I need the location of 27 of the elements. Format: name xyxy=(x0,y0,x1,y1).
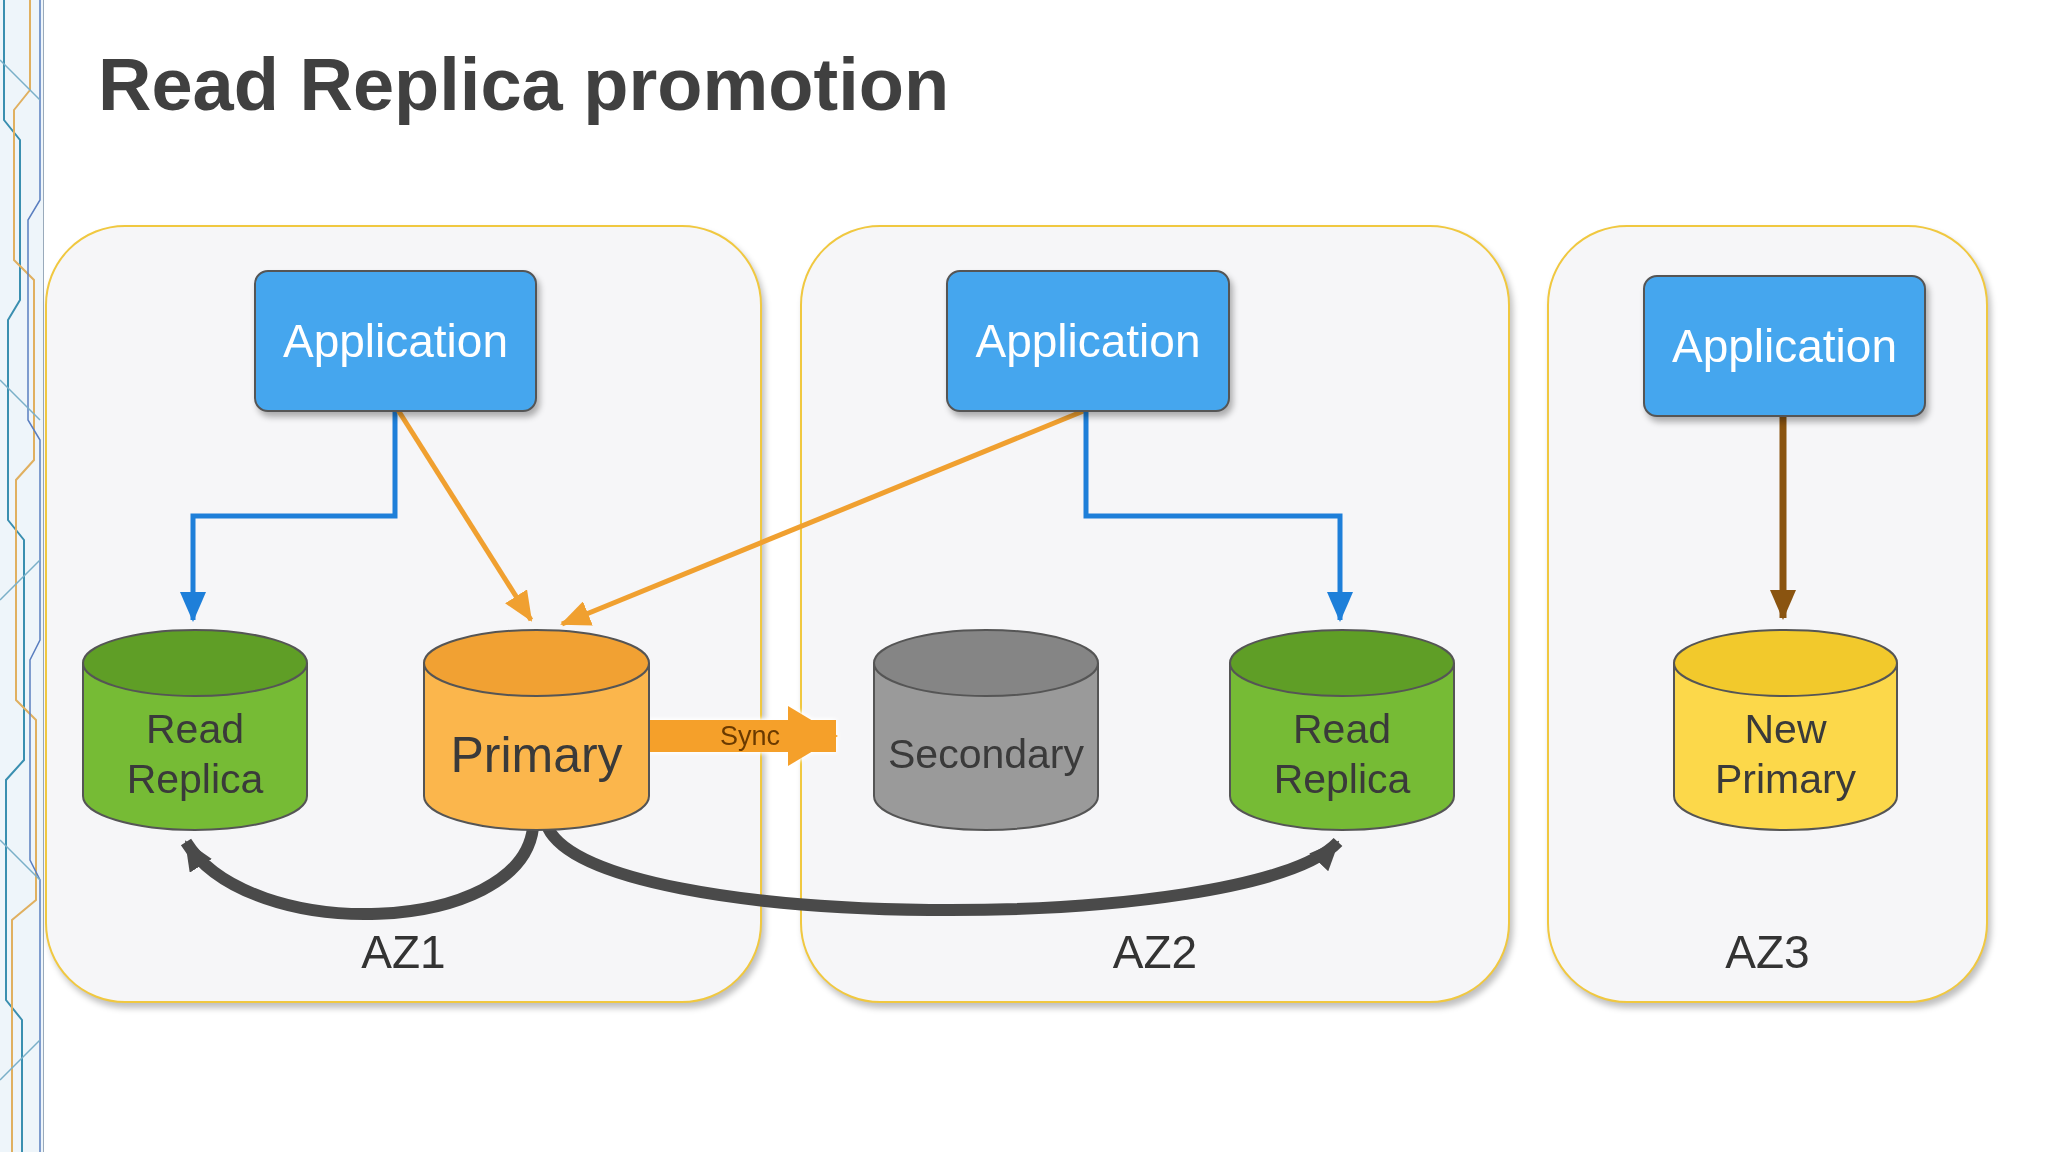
box-label: Application xyxy=(975,314,1201,368)
application-box xyxy=(254,270,537,412)
thick-arrow xyxy=(648,706,838,766)
cylinder-label: Read Replica xyxy=(1272,705,1412,804)
slide-title: Read Replica promotion xyxy=(98,42,950,127)
application-box xyxy=(1643,275,1926,417)
arrow xyxy=(1770,415,1796,620)
zone-label: AZ3 xyxy=(1724,925,1811,979)
database-cylinder xyxy=(423,629,650,830)
database-cylinder xyxy=(82,629,308,830)
box-label: Application xyxy=(1671,319,1897,373)
application-box xyxy=(946,270,1230,412)
zone-label: AZ2 xyxy=(1111,925,1199,979)
edge-label: Sync xyxy=(720,720,780,752)
arrow xyxy=(1083,410,1353,622)
cylinder-label: Primary xyxy=(449,725,624,785)
cylinder-label: New Primary xyxy=(1713,705,1858,804)
zone-panel xyxy=(800,225,1510,1003)
zone-panel xyxy=(1547,225,1988,1003)
arrow xyxy=(180,410,398,622)
box-label: Application xyxy=(282,314,508,368)
database-cylinder xyxy=(1673,629,1898,830)
cylinder-label: Read Replica xyxy=(125,705,265,804)
zone-label: AZ1 xyxy=(360,925,447,979)
cylinder-label: Secondary xyxy=(887,729,1085,779)
database-cylinder xyxy=(1229,629,1455,830)
database-cylinder xyxy=(873,629,1099,830)
